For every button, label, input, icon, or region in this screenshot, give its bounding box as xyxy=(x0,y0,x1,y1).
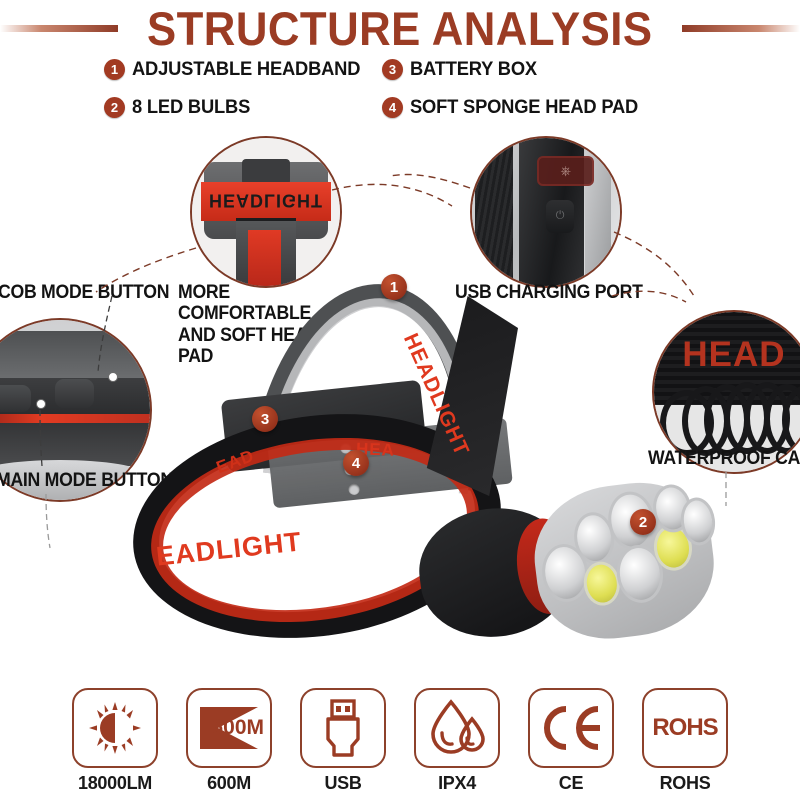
feature-label-usb: USB xyxy=(324,773,362,793)
cable-photo: HEAD xyxy=(654,312,800,472)
callout-waterproof-cable: WATERPROOF CABLE xyxy=(648,448,800,469)
title-rule-left xyxy=(0,24,119,32)
feature-brightness: 18000LM xyxy=(69,688,161,798)
page-title-row: STRUCTURE ANALYSIS xyxy=(0,2,800,54)
power-symbol-icon: ⏻ xyxy=(555,209,565,222)
page-title: STRUCTURE ANALYSIS xyxy=(147,1,653,55)
brightness-sun-icon xyxy=(89,702,141,754)
usb-photo-power-button: ⏻ xyxy=(546,200,575,233)
water-drop-icon xyxy=(431,699,485,754)
head-pad-top-clip xyxy=(242,158,290,186)
cob-mode-button-key xyxy=(54,379,95,409)
rohs-mark-icon: ROHS xyxy=(652,714,718,741)
head-pad-photo: HEADLIGHT xyxy=(192,138,340,286)
usb-photo-strap xyxy=(474,140,514,284)
led-lens-plate xyxy=(526,474,722,647)
legend-label-4: SOFT SPONGE HEAD PAD xyxy=(410,96,639,118)
callout-main-mode-button: MAIN MODE BUTTON xyxy=(0,470,173,491)
cable-coil xyxy=(764,384,800,454)
feature-label-brightness: 18000LM xyxy=(78,773,152,793)
lamp-lens xyxy=(0,460,143,500)
feature-label-ce: CE xyxy=(558,773,584,793)
legend-badge-2: 2 xyxy=(104,97,125,118)
feature-rohs: ROHS ROHS xyxy=(639,688,731,798)
beam-distance-badge-box: 600M xyxy=(186,688,272,768)
detail-circle-head-pad: HEADLIGHT xyxy=(190,136,342,288)
ce-badge-box xyxy=(528,688,614,768)
detail-circle-waterproof-cable: HEAD xyxy=(652,310,800,474)
usb-port-photo: ⎈ ⏻ xyxy=(472,138,620,286)
lamp-top-shell xyxy=(0,330,150,378)
feature-beam-distance: 600M 600M xyxy=(183,688,275,798)
lamp-lower-shell xyxy=(0,422,150,466)
legend-badge-1: 1 xyxy=(104,59,125,80)
legend: 1 ADJUSTABLE HEADBAND 2 8 LED BULBS 3 BA… xyxy=(104,58,744,122)
callout-usb-charging-port: USB CHARGING PORT xyxy=(455,282,643,303)
lamp-red-accent-ring xyxy=(0,413,150,423)
usb-badge-box xyxy=(300,688,386,768)
legend-label-3: BATTERY BOX xyxy=(410,58,537,80)
beam-distance-icon xyxy=(200,707,258,749)
product-badge-4: 4 xyxy=(343,450,369,476)
product-badge-1: 1 xyxy=(381,274,407,300)
mode-button-photo xyxy=(0,320,150,500)
title-rule-right xyxy=(681,24,800,32)
main-button-marker-dot xyxy=(36,399,46,409)
cob-button-marker-dot xyxy=(108,372,118,382)
feature-waterproof: IPX4 xyxy=(411,688,503,798)
ce-mark-icon xyxy=(544,706,600,750)
feature-label-rohs: ROHS xyxy=(659,773,711,793)
cable-photo-brand-text: HEAD xyxy=(682,335,786,375)
product-headlamp-image: HEADLIGHT EADLIGHT HEA EAD xyxy=(118,272,730,673)
legend-item-4: 4 SOFT SPONGE HEAD PAD xyxy=(382,96,653,119)
legend-badge-3: 3 xyxy=(382,59,403,80)
beam-distance-value: 600M xyxy=(211,716,264,739)
legend-item-3: 3 BATTERY BOX xyxy=(382,58,545,81)
feature-badge-row: 18000LM 600M 600M USB xyxy=(0,688,800,798)
legend-label-2: 8 LED BULBS xyxy=(132,96,251,118)
main-mode-button-key xyxy=(0,384,32,412)
product-badge-2: 2 xyxy=(630,509,656,535)
usb-icon xyxy=(326,699,360,757)
feature-label-waterproof: IPX4 xyxy=(438,773,476,793)
product-badge-3: 3 xyxy=(252,406,278,432)
legend-item-2: 2 8 LED BULBS xyxy=(104,96,258,119)
feature-label-beam-distance: 600M xyxy=(207,773,251,793)
detail-circle-usb-port: ⎈ ⏻ xyxy=(470,136,622,288)
head-pad-red-strap xyxy=(200,182,332,221)
legend-label-1: ADJUSTABLE HEADBAND xyxy=(132,58,361,80)
brightness-badge-box xyxy=(72,688,158,768)
head-pad-brand-text: HEADLIGHT xyxy=(209,190,323,211)
detail-circle-mode-buttons xyxy=(0,318,152,502)
legend-item-1: 1 ADJUSTABLE HEADBAND xyxy=(104,58,375,81)
legend-badge-4: 4 xyxy=(382,97,403,118)
rohs-badge-box: ROHS xyxy=(642,688,728,768)
waterproof-badge-box xyxy=(414,688,500,768)
head-pad-vertical-strap xyxy=(248,229,281,286)
product-lamp-head xyxy=(411,469,722,673)
usb-rubber-cap: ⎈ xyxy=(537,155,595,187)
callout-head-pad: MORE COMFORTABLE AND SOFT HEAD PAD xyxy=(178,282,320,367)
feature-usb: USB xyxy=(297,688,389,798)
usb-symbol-icon: ⎈ xyxy=(560,163,571,179)
feature-ce: CE xyxy=(525,688,617,798)
